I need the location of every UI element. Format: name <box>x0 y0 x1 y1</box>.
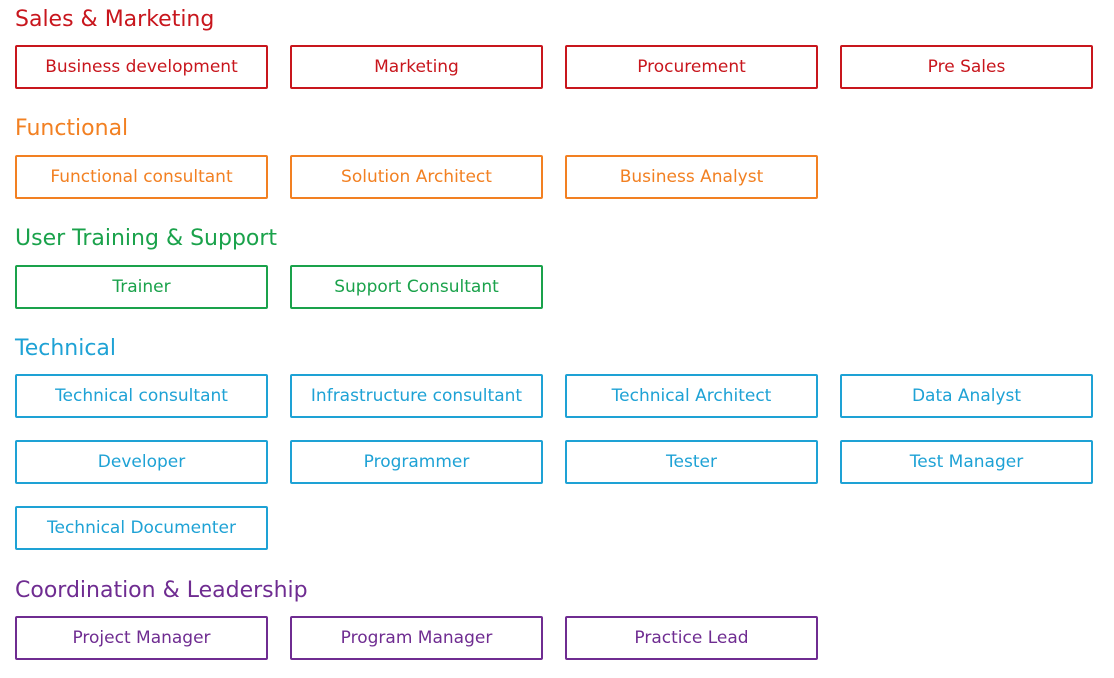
role-button-technical-architect[interactable]: Technical Architect <box>565 374 818 418</box>
section-title-sales-marketing: Sales & Marketing <box>15 7 215 32</box>
role-button-marketing[interactable]: Marketing <box>290 45 543 89</box>
role-button-trainer[interactable]: Trainer <box>15 265 268 309</box>
role-button-business-development[interactable]: Business development <box>15 45 268 89</box>
section-title-user-training-support: User Training & Support <box>15 226 278 251</box>
role-button-solution-architect[interactable]: Solution Architect <box>290 155 543 199</box>
role-button-practice-lead[interactable]: Practice Lead <box>565 616 818 660</box>
role-button-procurement[interactable]: Procurement <box>565 45 818 89</box>
role-button-developer[interactable]: Developer <box>15 440 268 484</box>
role-button-support-consultant[interactable]: Support Consultant <box>290 265 543 309</box>
role-button-programmer[interactable]: Programmer <box>290 440 543 484</box>
role-button-functional-consultant[interactable]: Functional consultant <box>15 155 268 199</box>
role-button-infrastructure-consultant[interactable]: Infrastructure consultant <box>290 374 543 418</box>
role-button-business-analyst[interactable]: Business Analyst <box>565 155 818 199</box>
role-button-project-manager[interactable]: Project Manager <box>15 616 268 660</box>
section-title-technical: Technical <box>15 336 117 361</box>
role-button-technical-documenter[interactable]: Technical Documenter <box>15 506 268 550</box>
section-title-coordination-leadership: Coordination & Leadership <box>15 578 308 603</box>
role-button-data-analyst[interactable]: Data Analyst <box>840 374 1093 418</box>
role-button-test-manager[interactable]: Test Manager <box>840 440 1093 484</box>
role-button-pre-sales[interactable]: Pre Sales <box>840 45 1093 89</box>
role-button-tester[interactable]: Tester <box>565 440 818 484</box>
section-title-functional: Functional <box>15 116 129 141</box>
role-button-technical-consultant[interactable]: Technical consultant <box>15 374 268 418</box>
role-button-program-manager[interactable]: Program Manager <box>290 616 543 660</box>
